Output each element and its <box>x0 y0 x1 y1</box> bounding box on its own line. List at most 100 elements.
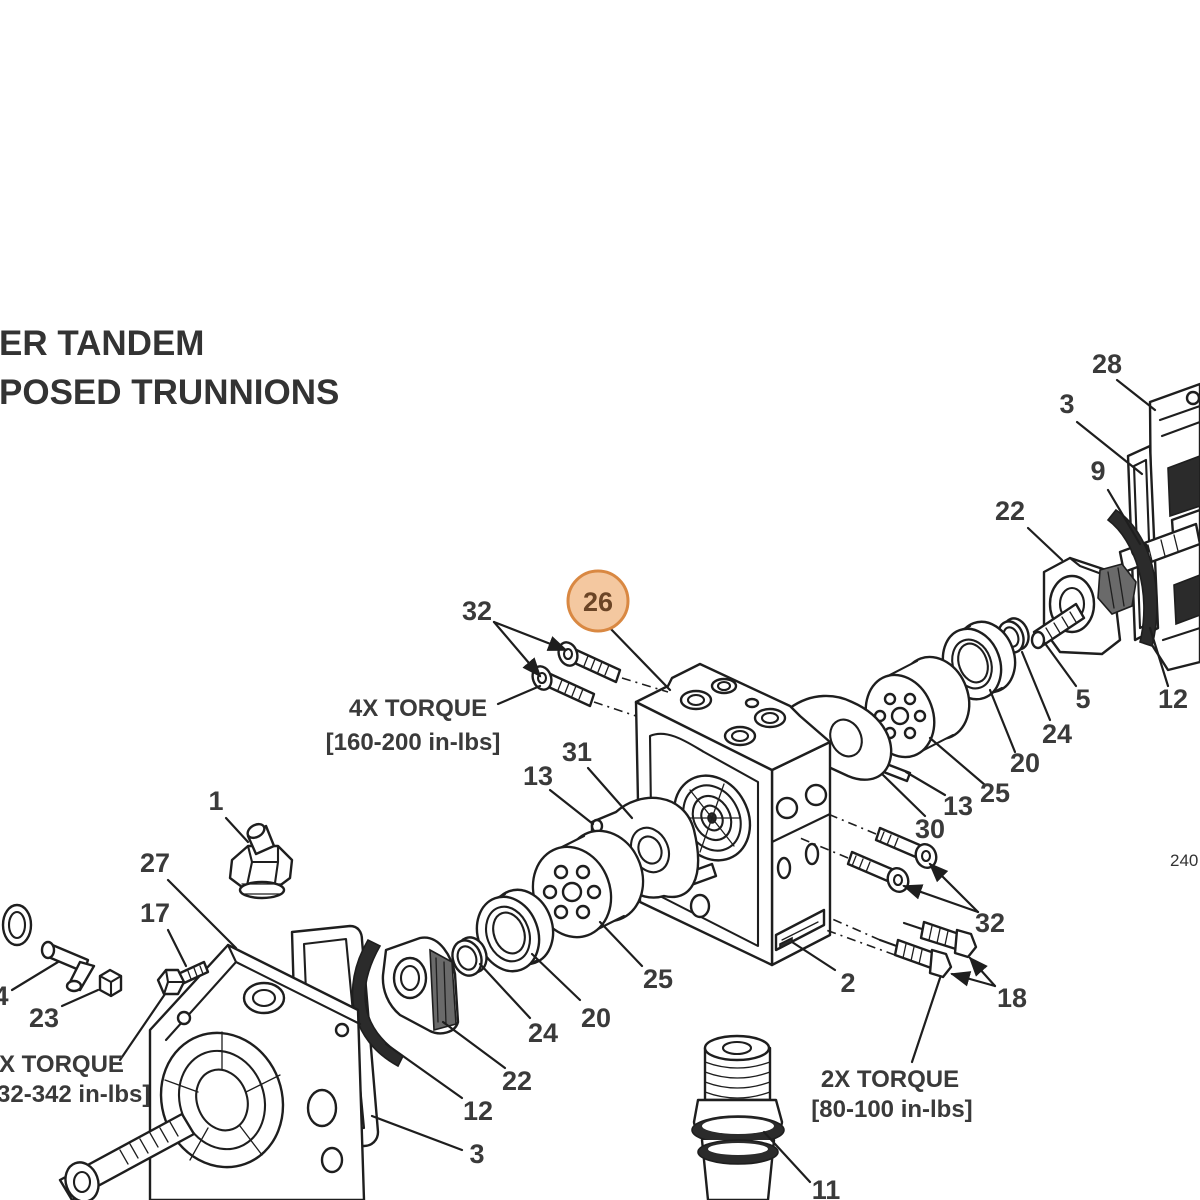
callout-9[interactable]: 9 <box>1090 456 1105 486</box>
callout-17[interactable]: 17 <box>140 898 170 928</box>
title-line-1: ER TANDEM <box>0 324 204 363</box>
leader-22-lower <box>441 1020 507 1070</box>
callout-20-right[interactable]: 20 <box>1010 748 1040 778</box>
cartridge-part-11 <box>691 1034 785 1200</box>
leader-17 <box>166 928 188 968</box>
leader-25-lower <box>598 920 644 968</box>
callout-32-upper[interactable]: 32 <box>462 596 492 626</box>
plate-part-30 <box>788 694 893 781</box>
callout-22-right[interactable]: 22 <box>995 496 1025 526</box>
callout-32-right[interactable]: 32 <box>975 908 1005 938</box>
figure-code: 240 <box>1170 851 1198 870</box>
housing-part-22-lower <box>381 936 460 1035</box>
leader-11 <box>762 1130 812 1184</box>
thrust-plate-part-12-lower <box>351 938 405 1068</box>
leader-25-right <box>928 736 987 787</box>
callout-label[interactable]: 26 <box>583 587 613 617</box>
leader-13-right <box>904 770 947 797</box>
selected-callout-highlight[interactable] <box>566 569 630 633</box>
drive-shaft <box>58 1112 196 1200</box>
part-23 <box>98 968 123 998</box>
callout-28[interactable]: 28 <box>1092 349 1122 379</box>
callout-12-lower[interactable]: 12 <box>463 1096 493 1126</box>
callout-4[interactable]: 4 <box>0 981 9 1011</box>
callout-24-lower[interactable]: 24 <box>528 1018 558 1048</box>
leader-12-lower <box>384 1042 464 1100</box>
diagram-title: ER TANDEM POSED TRUNNIONS <box>0 324 339 412</box>
leader-4 <box>10 960 60 992</box>
callout-25-lower[interactable]: 25 <box>643 964 673 994</box>
bolt-part-17 <box>156 960 210 996</box>
callout-26-selected[interactable]: 26 <box>566 569 630 633</box>
callout-20-lower[interactable]: 20 <box>581 1003 611 1033</box>
lever-part-4 <box>40 940 96 993</box>
leader-lines <box>10 378 1170 1184</box>
leader-4x-torque <box>496 684 542 706</box>
torque-note-4x-count: 4X TORQUE <box>349 695 487 722</box>
leader-13-center <box>548 788 595 826</box>
fitting-part-18-b <box>878 938 953 979</box>
callouts: 26 32 31 13 1 27 17 23 4 22 12 3 24 20 2… <box>0 349 1188 1200</box>
callout-27[interactable]: 27 <box>140 848 170 878</box>
torque-note-x-spec: 32-342 in-lbs] <box>0 1081 150 1108</box>
callout-11[interactable]: 11 <box>812 1175 841 1200</box>
callout-13-center[interactable]: 13 <box>523 761 553 791</box>
callout-3-lower[interactable]: 3 <box>469 1139 484 1169</box>
leader-30 <box>880 772 927 818</box>
leader-32-upper-a <box>492 620 568 652</box>
leader-32-right-b <box>902 884 980 914</box>
leader-2x-torque <box>910 976 942 1064</box>
callout-25-right[interactable]: 25 <box>980 778 1010 808</box>
leader-2 <box>790 940 837 972</box>
callout-5[interactable]: 5 <box>1075 684 1090 714</box>
thrust-plate-part-12-right <box>1106 508 1158 648</box>
leader-x-torque <box>118 992 167 1062</box>
leader-23 <box>60 988 100 1008</box>
leader-5 <box>1042 640 1078 688</box>
callout-12-right[interactable]: 12 <box>1158 684 1188 714</box>
leader-31 <box>586 766 634 820</box>
leader-3-right <box>1075 420 1144 476</box>
leader-18-b <box>950 971 997 988</box>
rotor-part-25-lower <box>531 829 645 939</box>
fitting-part-1 <box>228 822 294 900</box>
shaft-part-5 <box>1030 602 1086 650</box>
leader-22-right <box>1026 526 1064 562</box>
title-line-2: POSED TRUNNIONS <box>0 373 339 412</box>
housing-part-27 <box>148 943 366 1200</box>
torque-note-4x-spec: [160-200 in-lbs] <box>326 729 501 756</box>
leader-9 <box>1106 488 1142 546</box>
assembly-axis-lines <box>593 677 896 956</box>
bearing-part-20-lower <box>475 888 555 973</box>
leader-27 <box>166 878 238 950</box>
bolt-part-32-right-a <box>874 826 938 869</box>
rotor-part-25-right <box>864 655 971 759</box>
fitting-part-18-a <box>902 920 978 959</box>
callout-1[interactable]: 1 <box>208 786 223 816</box>
seal-ring-left <box>1 903 33 947</box>
callout-31[interactable]: 31 <box>562 737 592 767</box>
torque-note-x-count: X TORQUE <box>0 1051 124 1078</box>
leader-24-lower <box>478 962 532 1020</box>
callout-3-right[interactable]: 3 <box>1059 389 1074 419</box>
leader-24-right <box>1020 650 1052 722</box>
leader-20-right <box>988 688 1017 754</box>
torque-note-2x-spec: [80-100 in-lbs] <box>811 1096 972 1123</box>
leader-1 <box>224 816 250 844</box>
callout-13-right[interactable]: 13 <box>943 791 973 821</box>
leader-18-a <box>968 956 997 988</box>
leader-20-lower <box>530 952 582 1002</box>
leader-3-lower <box>370 1114 464 1152</box>
callout-23[interactable]: 23 <box>29 1003 59 1033</box>
leader-12-right <box>1148 626 1170 688</box>
callout-2[interactable]: 2 <box>840 968 855 998</box>
callout-24-right[interactable]: 24 <box>1042 719 1072 749</box>
leader-32-upper-b <box>492 620 542 678</box>
torque-note-2x-count: 2X TORQUE <box>821 1066 959 1093</box>
callout-30[interactable]: 30 <box>915 814 945 844</box>
torque-notes: 4X TORQUE [160-200 in-lbs] X TORQUE 32-3… <box>0 695 973 1123</box>
callout-18[interactable]: 18 <box>997 983 1027 1013</box>
callout-22-lower[interactable]: 22 <box>502 1066 532 1096</box>
leader-28 <box>1115 378 1157 412</box>
